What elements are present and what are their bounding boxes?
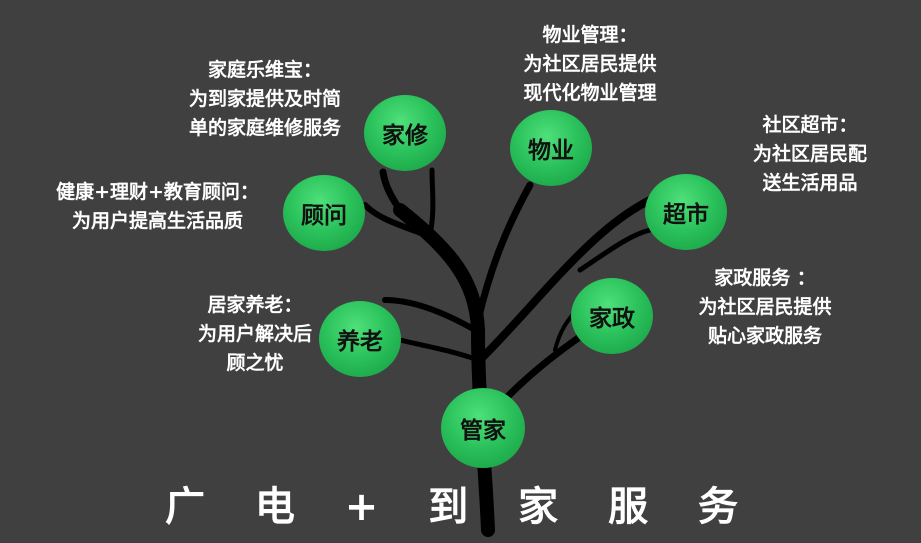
desc-line: 为用户解决后: [197, 323, 312, 345]
desc-line: 单的家庭维修服务: [188, 117, 341, 139]
branch-wuye: [474, 181, 534, 324]
branch-yanglao: [397, 337, 481, 363]
desc-line: 为用户提高生活品质: [71, 210, 243, 232]
node-chaoshi: 超市: [645, 174, 727, 250]
branch-jiaxiu-2: [427, 167, 436, 238]
desc-line: 顾之忧: [226, 352, 284, 374]
node-jiazheng: 家政: [571, 278, 653, 354]
desc-line: 为社区居民提供: [698, 296, 832, 318]
branch-chaoshi: [476, 196, 654, 364]
desc-jiaxiu: 家庭乐维宝： 为到家提供及时简 单的家庭维修服务: [160, 56, 370, 143]
desc-line: 为社区居民配: [752, 143, 867, 165]
diagram-title: 广 电 + 到 家 服 务: [164, 484, 757, 530]
desc-line: 家政服务 ：: [714, 267, 816, 289]
node-yanglao: 养老: [319, 301, 401, 377]
node-guanjia: 管家: [441, 388, 525, 468]
desc-wuye: 物业管理： 为社区居民提供 现代化物业管理: [490, 21, 690, 108]
desc-line: 健康+理财+教育顾问：: [56, 181, 259, 203]
desc-guwen: 健康+理财+教育顾问： 为用户提高生活品质: [30, 178, 285, 236]
branch-guwen: [362, 202, 443, 243]
desc-line: 物业管理：: [542, 24, 638, 46]
node-wuye: 物业: [510, 110, 592, 186]
desc-line: 为社区居民提供: [523, 53, 657, 75]
desc-line: 送生活用品: [762, 172, 858, 194]
node-jiaxiu: 家修: [364, 95, 446, 171]
branch-jiaxiu: [379, 168, 404, 214]
desc-line: 现代化物业管理: [523, 82, 657, 104]
branch-wuye-2: [498, 213, 517, 252]
tree-trunk: [393, 203, 495, 537]
desc-line: 居家养老：: [207, 294, 303, 316]
desc-line: 社区超市：: [762, 114, 858, 136]
desc-jiazheng: 家政服务 ： 为社区居民提供 贴心家政服务: [670, 264, 860, 351]
desc-line: 为到家提供及时简: [188, 88, 341, 110]
desc-chaoshi: 社区超市： 为社区居民配 送生活用品: [720, 111, 900, 198]
desc-yanglao: 居家养老： 为用户解决后 顾之忧: [170, 291, 340, 378]
branch-left-low: [382, 297, 478, 333]
branch-chaoshi-2: [577, 227, 653, 273]
node-guwen: 顾问: [283, 175, 365, 251]
desc-line: 家庭乐维宝：: [207, 59, 322, 81]
desc-line: 贴心家政服务: [707, 325, 822, 347]
